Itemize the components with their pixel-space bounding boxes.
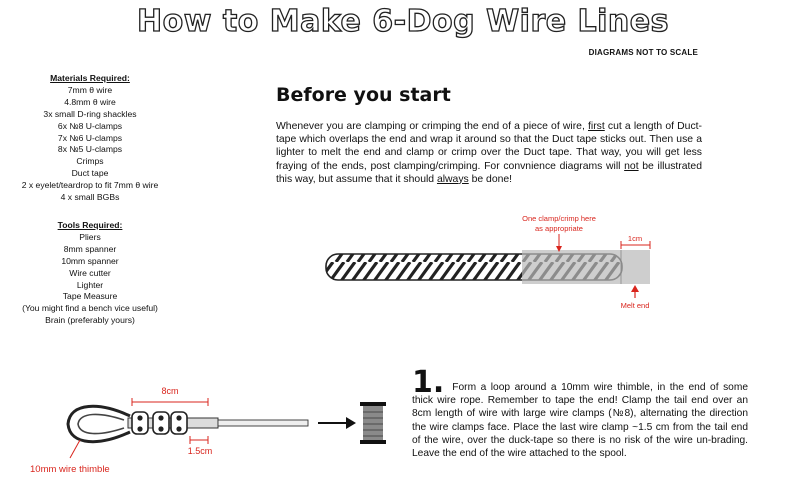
emphasis-first: first <box>588 121 605 132</box>
tools-item: Tape Measure <box>62 291 118 302</box>
tools-item: Pliers <box>79 231 101 242</box>
materials-item: 6x №8 U-clamps <box>57 120 123 131</box>
clamp-label: One clamp/crimp here <box>522 214 596 223</box>
materials-item: Crimps <box>76 156 104 167</box>
tools-item: Brain (preferably yours) <box>45 315 135 326</box>
wire-clamp <box>131 411 149 435</box>
thimble-diagram: 8cm 1.5cm 10mm wire thimble <box>30 386 386 475</box>
materials-item: 4.8mm θ wire <box>64 96 116 107</box>
clamp-label-2: as appropriate <box>535 224 583 233</box>
wire-clamp <box>170 411 188 435</box>
rope-diagram: One clamp/crimp here as appropriate 1cm … <box>325 214 651 310</box>
thimble-icon <box>66 404 131 444</box>
arrow-icon <box>318 417 356 429</box>
step-number: 1. <box>412 365 445 400</box>
materials-heading: Materials Required: <box>50 73 130 83</box>
materials-item: 3x small D-ring shackles <box>43 108 137 119</box>
tools-item: Lighter <box>76 279 104 290</box>
tools-item: Wire cutter <box>69 267 111 278</box>
dim-1cm: 1cm <box>628 234 642 243</box>
intro-paragraph: Whenever you are clamping or crimping th… <box>276 121 703 185</box>
materials-item: 7mm θ wire <box>67 84 113 95</box>
thimble-label: 10mm wire thimble <box>30 464 110 475</box>
tools-item: 8mm spanner <box>63 243 117 254</box>
dim-1-5cm: 1.5cm <box>188 446 213 456</box>
step-text: Form a loop around a 10mm wire thimble, … <box>412 382 748 460</box>
page-title: How to Make 6-Dog Wire Lines <box>136 3 669 39</box>
emphasis-always: always <box>436 173 469 185</box>
wire-clamp <box>152 411 170 435</box>
materials-list: Materials Required: 7mm θ wire 4.8mm θ w… <box>0 73 180 204</box>
materials-item: 4 x small BGBs <box>60 192 120 203</box>
tools-heading: Tools Required: <box>57 220 123 230</box>
section-heading: Before you start <box>276 84 451 106</box>
materials-item: 2 x eyelet/teardrop to fit 7mm θ wire <box>21 180 159 191</box>
step-1: 1.Form a loop around a 10mm wire thimble… <box>412 368 748 460</box>
materials-item: Duct tape <box>71 168 109 179</box>
tools-item: (You might find a bench vice useful) <box>22 303 158 314</box>
tools-item: 10mm spanner <box>61 255 119 266</box>
materials-item: 7x №6 U-clamps <box>57 132 123 143</box>
dim-8cm: 8cm <box>161 386 178 396</box>
tape-wrap <box>522 250 650 284</box>
melt-label: Melt end <box>621 301 650 310</box>
tools-list: Tools Required: Pliers 8mm spanner 10mm … <box>0 220 180 327</box>
spool-icon <box>360 402 386 444</box>
materials-item: 8x №5 U-clamps <box>57 144 123 155</box>
scale-note: DIAGRAMS NOT TO SCALE <box>588 48 698 57</box>
emphasis-not: not <box>624 160 639 172</box>
